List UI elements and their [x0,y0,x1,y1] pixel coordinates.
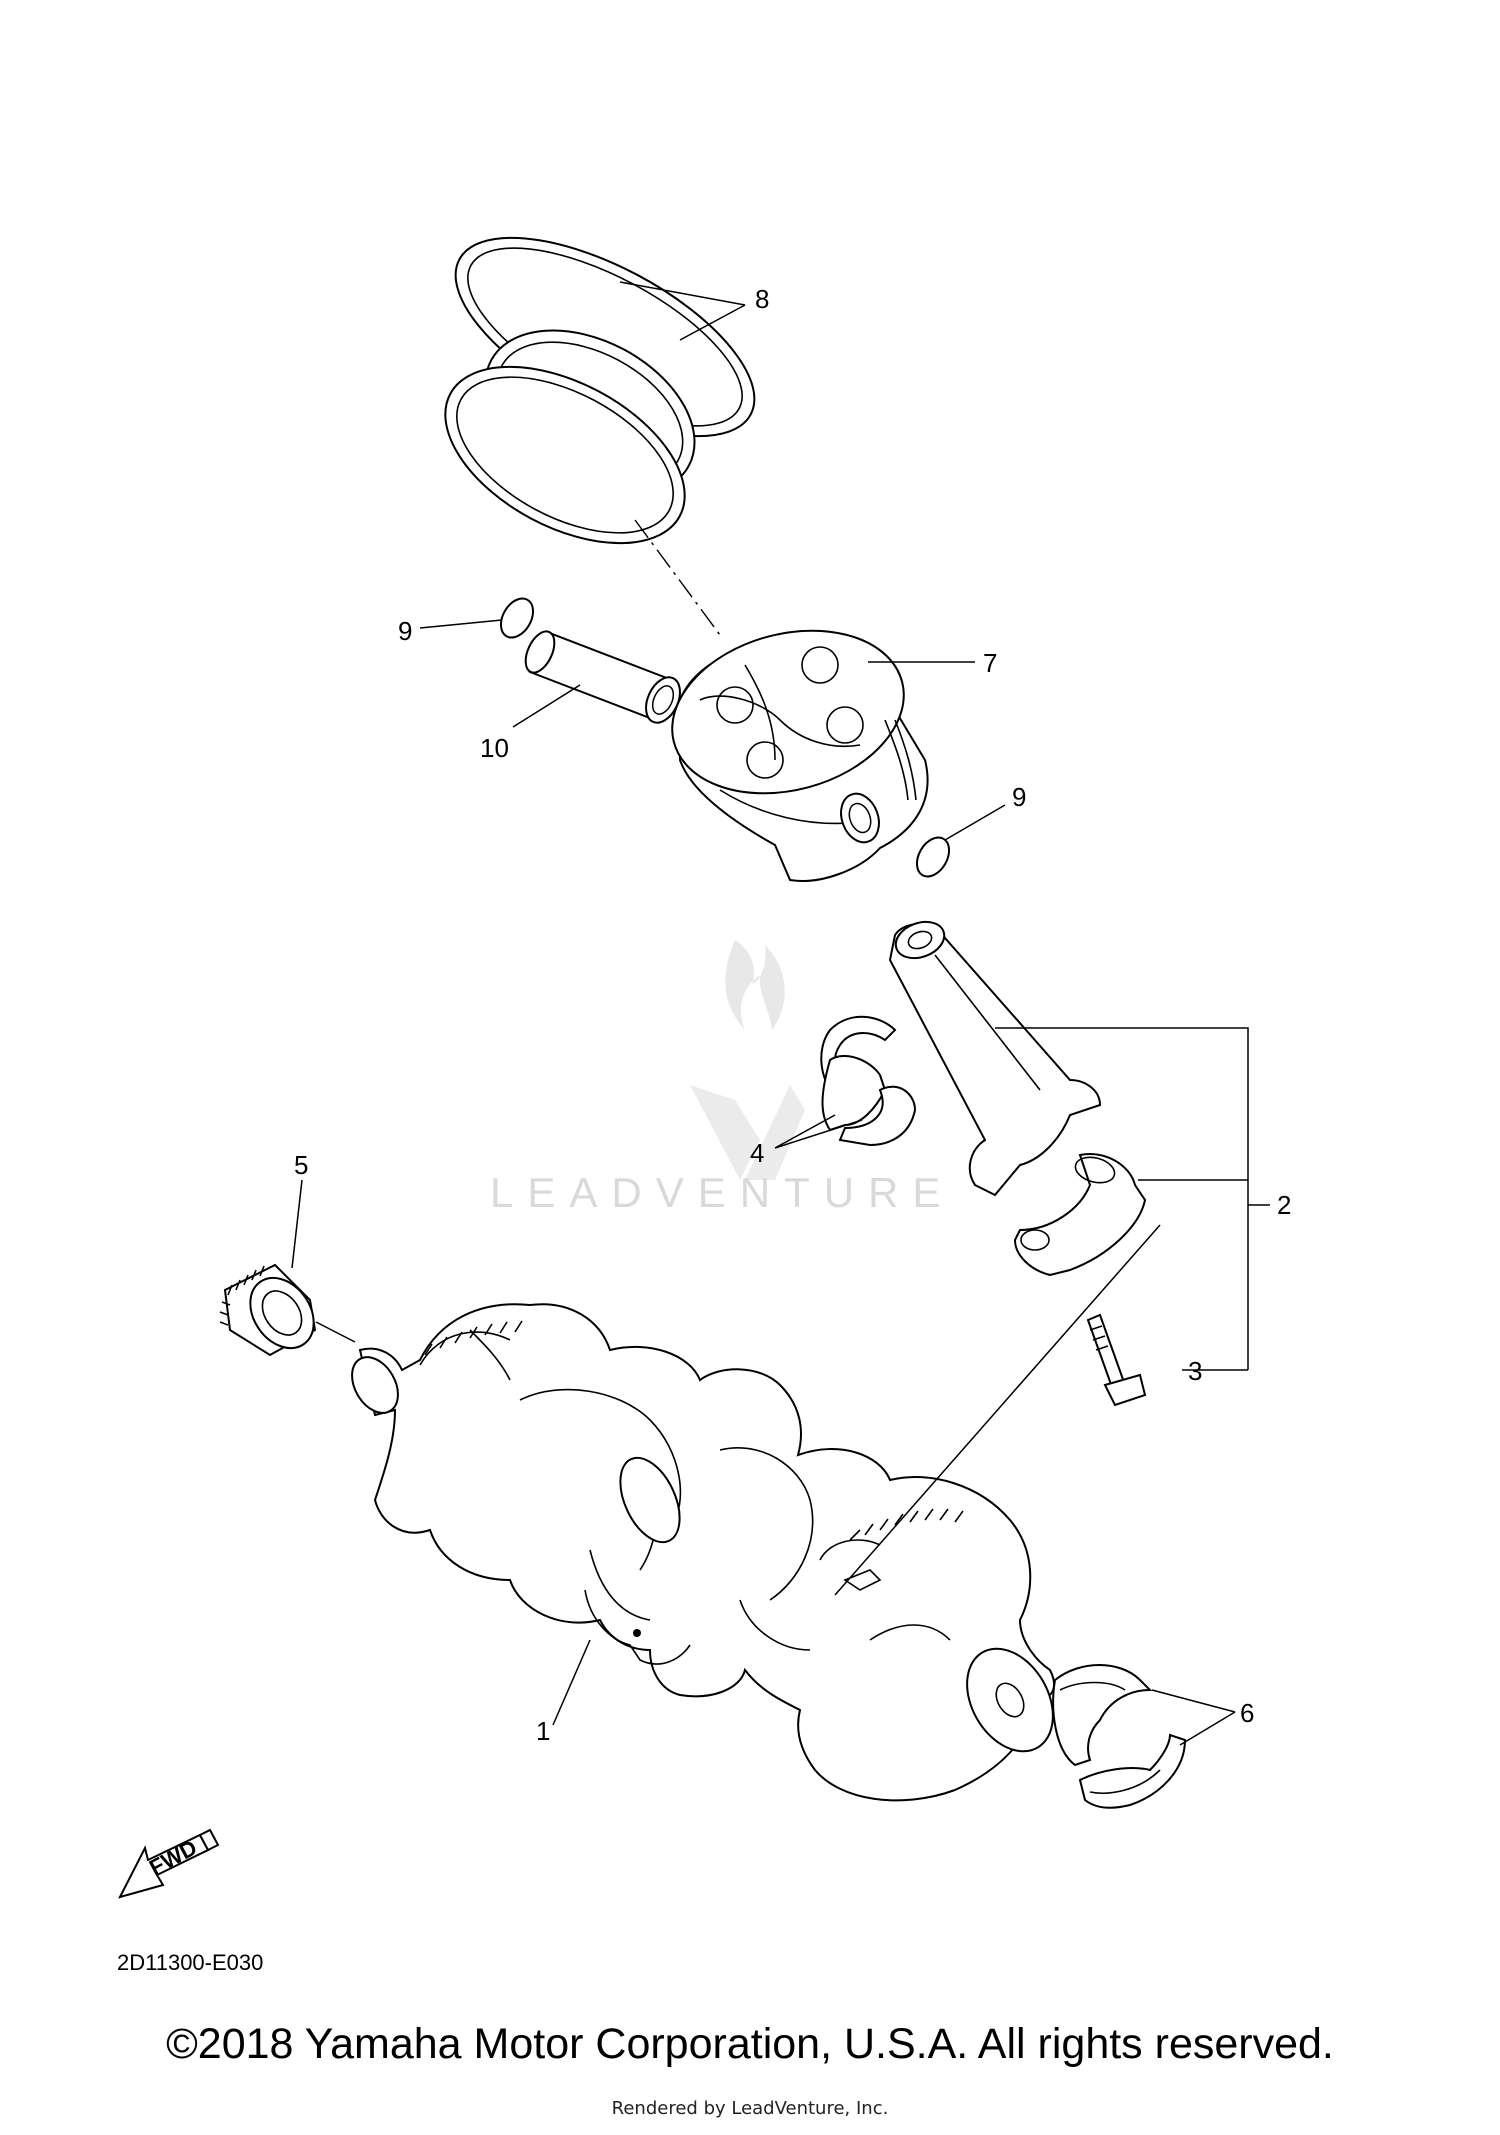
callout-6: 6 [1240,1698,1254,1728]
connecting-rod[interactable] [888,915,1102,1197]
piston-pin-clip-left[interactable] [494,593,539,643]
connecting-rod-bolt[interactable] [1086,1313,1147,1407]
watermark-text: LEADVENTURE [490,1169,954,1216]
callout-9-left: 9 [398,616,412,646]
connecting-rod-cap[interactable] [1013,1153,1147,1277]
callout-7: 7 [983,648,997,678]
rendered-by-credit: Rendered by LeadVenture, Inc. [611,2098,889,2119]
callout-2: 2 [1277,1190,1291,1220]
leadventure-watermark-logo [690,940,805,1180]
fwd-label: FWD [145,1835,201,1881]
callout-4: 4 [750,1138,764,1168]
callout-9-right: 9 [1012,782,1026,812]
piston-pin[interactable] [520,627,687,728]
piston-rings[interactable] [416,198,783,580]
copyright-notice: ©2018 Yamaha Motor Corporation, U.S.A. A… [166,2020,1334,2068]
callout-8: 8 [755,284,769,314]
crankshaft[interactable] [343,1303,1071,1802]
callout-1: 1 [536,1716,550,1746]
crankshaft-gear[interactable] [219,1263,327,1360]
callout-5: 5 [294,1150,308,1180]
fwd-arrow-icon [118,1828,220,1899]
callout-3: 3 [1188,1356,1202,1386]
callout-10: 10 [480,733,509,763]
piston-pin-clip-right[interactable] [910,832,955,882]
piston[interactable] [654,606,929,882]
crankshaft-main-bearings[interactable] [1052,1664,1187,1809]
diagram-code: 2D11300-E030 [117,1950,263,1975]
connecting-rod-bearings[interactable] [820,1015,917,1147]
